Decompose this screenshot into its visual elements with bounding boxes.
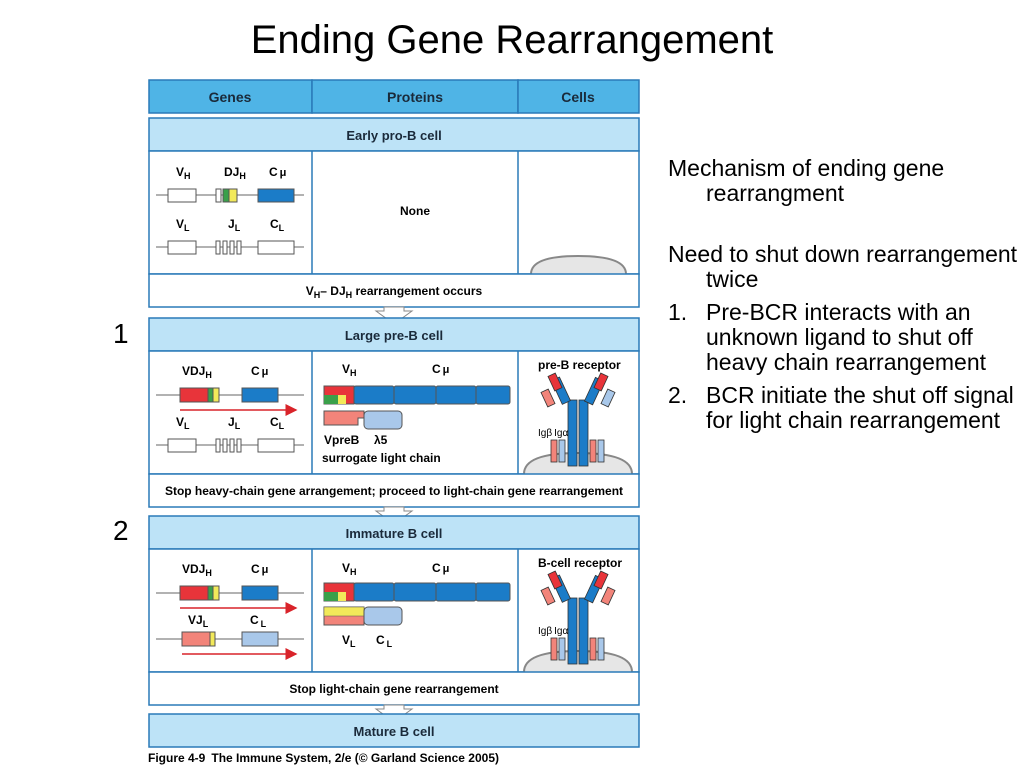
note-point-2-number: 2. <box>668 382 688 408</box>
early-protein-none: None <box>400 204 430 218</box>
svg-text:VH: VH <box>176 165 191 181</box>
notes-panel: Mechanism of ending gene rearrangment Ne… <box>668 156 1018 433</box>
early-cell-membrane <box>530 254 627 275</box>
svg-text:VH: VH <box>342 362 357 378</box>
note-point-1-number: 1. <box>668 299 688 325</box>
svg-text:VL: VL <box>342 633 356 649</box>
figure-header-row: Genes Proteins Cells <box>148 79 640 114</box>
gene-rearrangement-figure: Genes Proteins Cells Early pro-B cell VH… <box>148 79 640 748</box>
note-point-2: 2. BCR initiate the shut off signal for l… <box>668 383 1018 433</box>
svg-text:surrogate light chain: surrogate light chain <box>322 451 441 465</box>
svg-text:CL: CL <box>270 217 285 233</box>
svg-text:Cμ: Cμ <box>432 561 449 575</box>
svg-text:VL: VL <box>176 217 190 233</box>
stage-large-label: Large pre-B cell <box>345 328 443 343</box>
transition-3-text: Stop light-chain gene rearrangement <box>289 682 498 696</box>
svg-text:Cμ: Cμ <box>432 362 449 376</box>
stage-early-label: Early pro-B cell <box>346 128 441 143</box>
note-mechanism: Mechanism of ending gene rearrangment <box>668 155 945 206</box>
stage-mature-label: Mature B cell <box>354 724 435 739</box>
caption-figure-number: Figure 4-9 <box>148 751 206 765</box>
svg-text:B-cell receptor: B-cell receptor <box>538 556 622 570</box>
header-cell-proteins <box>311 79 519 114</box>
svg-text:DJH: DJH <box>224 165 246 181</box>
note-point-2-text: BCR initiate the shut off signal for lig… <box>706 382 1014 433</box>
caption-book: The Immune System, 2/e (© Garland Scienc… <box>211 751 499 765</box>
note-point-1-text: Pre-BCR interacts with an unknown ligand… <box>706 299 986 375</box>
header-genes: Genes <box>209 89 252 105</box>
note-points: 1. Pre-BCR interacts with an unknown liga… <box>668 300 1018 433</box>
svg-text:CL: CL <box>250 613 267 629</box>
svg-text:VDJH: VDJH <box>182 364 212 380</box>
svg-text:VJL: VJL <box>188 613 209 629</box>
svg-text:VH: VH <box>342 561 357 577</box>
transition-2-text: Stop heavy-chain gene arrangement; proce… <box>165 484 623 498</box>
svg-text:VL: VL <box>176 415 190 431</box>
header-cells: Cells <box>561 89 595 105</box>
svg-text:pre-B receptor: pre-B receptor <box>538 358 621 372</box>
header-proteins: Proteins <box>387 89 443 105</box>
svg-text:VDJH: VDJH <box>182 562 212 578</box>
transition-1-text: VH– DJH rearrangement occurs <box>306 284 483 300</box>
svg-text:λ5: λ5 <box>374 433 388 447</box>
svg-text:Cμ: Cμ <box>251 364 268 378</box>
svg-text:Cμ: Cμ <box>251 562 268 576</box>
note-point-1: 1. Pre-BCR interacts with an unknown liga… <box>668 300 1018 375</box>
header-cell-genes <box>148 79 313 114</box>
svg-text:VpreB: VpreB <box>324 433 360 447</box>
svg-text:JL: JL <box>228 217 241 233</box>
note-need: Need to shut down rearrangement twice <box>668 241 1018 292</box>
step-number-2: 2 <box>113 515 129 546</box>
svg-text:CL: CL <box>376 633 393 649</box>
svg-text:JL: JL <box>228 415 241 431</box>
stage-bar-mature <box>148 713 640 748</box>
step-number-1: 1 <box>113 318 129 349</box>
header-cell-cells <box>517 79 640 114</box>
svg-text:Cμ: Cμ <box>269 165 286 179</box>
stage-bar-early <box>148 117 640 152</box>
stage-immature-label: Immature B cell <box>346 526 443 541</box>
figure-caption: Figure 4-9 The Immune System, 2/e (© Garl… <box>148 751 505 765</box>
large-light-locus: VL JL CL <box>156 415 304 453</box>
svg-text:CL: CL <box>270 415 285 431</box>
early-light-locus: VL JL CL <box>156 217 304 255</box>
page-title: Ending Gene Rearrangement <box>250 18 774 62</box>
stage-bar-large <box>148 317 640 352</box>
